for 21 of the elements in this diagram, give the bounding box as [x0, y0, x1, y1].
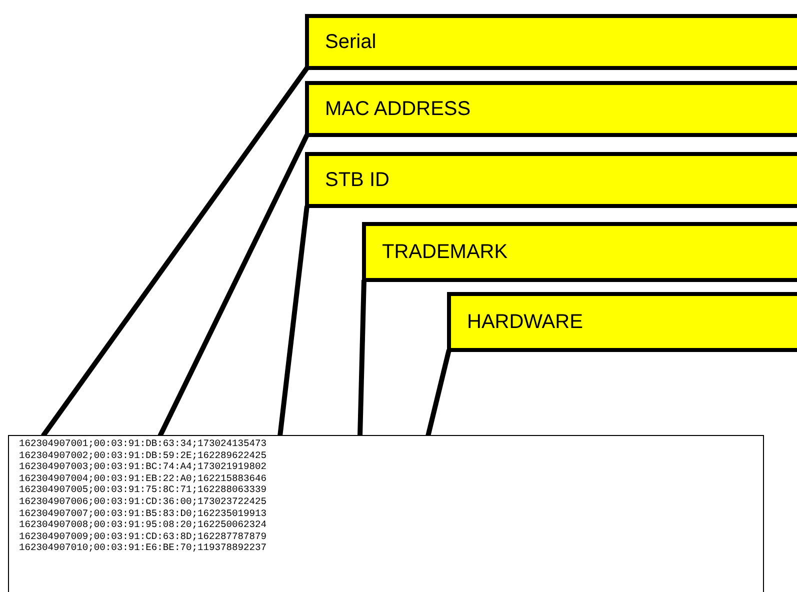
leader-line	[426, 349, 452, 437]
data-record-line: 162304907006;00:03:91:CD:36:00;173023722425	[19, 496, 267, 508]
data-record-line: 162304907008;00:03:91:95:08:20;162250062324	[19, 519, 267, 531]
field-label-box: HARDWARE	[447, 292, 797, 352]
data-record-line: 162304907005;00:03:91:75:8C:71;162288063339	[19, 484, 267, 496]
leader-line	[358, 280, 366, 436]
leader-line	[158, 134, 310, 438]
data-record-line: 162304907010;00:03:91:E6:BE:70;119378892237	[19, 542, 267, 554]
field-label-box: Serial	[305, 14, 797, 70]
field-label-box: TRADEMARK	[362, 222, 797, 282]
data-record-line: 162304907009;00:03:91:CD:63:8D;162287787879	[19, 530, 267, 542]
data-record-line: 162304907003;00:03:91:BC:74:A4;173021919802	[19, 461, 267, 473]
data-record-line: 162304907007;00:03:91:B5:83:D0;162235019913	[19, 508, 267, 520]
leader-line	[40, 66, 310, 438]
field-label-box: STB ID	[305, 152, 797, 208]
data-record-line: 162304907001;00:03:91:DB:63:34;173024135473	[19, 438, 267, 450]
data-record-line: 162304907002;00:03:91:DB:59:2E;162289622425	[19, 450, 267, 462]
data-record-box	[8, 435, 764, 592]
field-label-box: MAC ADDRESS	[305, 81, 797, 137]
leader-line	[278, 206, 310, 436]
data-record-line: 162304907004;00:03:91:EB:22:A0;162215883646	[19, 472, 267, 484]
